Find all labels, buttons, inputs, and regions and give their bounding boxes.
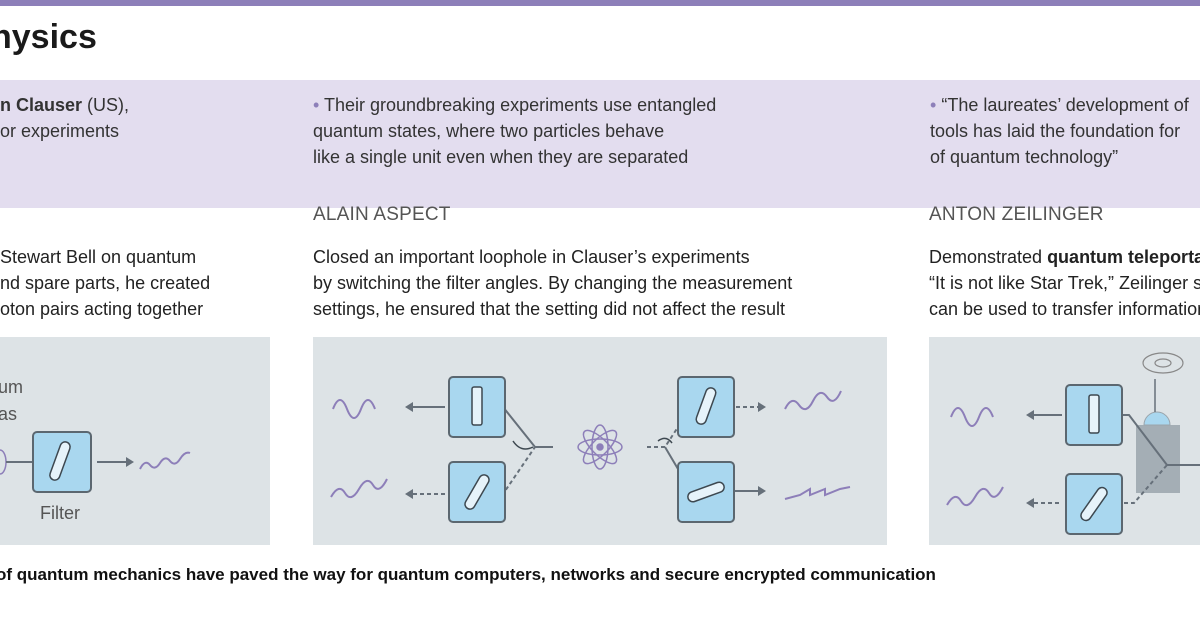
wave-icon [330,478,388,499]
filter-icon [677,461,735,523]
desc-bold: quantum teleportation [1047,247,1200,267]
filter-icon [1065,384,1123,446]
page-title: hysics [0,18,97,56]
desc-line: Demonstrated [929,247,1048,267]
desc-line: can be used to transfer information [929,299,1200,319]
summary-text: like a single unit even when they are se… [313,147,689,167]
summary-band [0,80,1200,208]
filter-icon [448,376,506,438]
diagram-zeilinger [929,337,1200,545]
summary-col-2: • Their groundbreaking experiments use e… [313,92,716,170]
diagram-label: um [0,377,23,397]
desc-line: settings, he ensured that the setting di… [313,299,785,319]
desc-line: Stewart Bell on quantum [0,247,197,267]
filter-label: Filter [40,503,80,523]
laureate-name-zeilinger: ANTON ZEILINGER [929,204,1104,225]
filter-icon [1065,473,1123,535]
teleport-device-icon [1136,352,1184,493]
laureate-desc-aspect: Closed an important loophole in Clauser’… [313,244,792,322]
clauser-diagram-svg: um as Filter [0,377,191,523]
summary-col-3: • “The laureates’ development of tools h… [930,92,1189,170]
summary-text: of quantum technology” [930,147,1119,167]
laureate-desc-clauser: Stewart Bell on quantum nd spare parts, … [0,244,210,322]
summary-text: or experiments [0,121,120,141]
footer-caption: of quantum mechanics have paved the way … [0,565,936,584]
atom-icon [577,424,623,470]
summary-text: tools has laid the foundation for [930,121,1181,141]
arrowhead-icon [405,402,766,499]
diagram-clauser: um as Filter [0,337,270,545]
atom-icon [0,449,7,475]
wave-icon [784,390,842,411]
summary-text: “The laureates’ development of [941,95,1189,115]
desc-line: oton pairs acting together [0,299,204,319]
wave-icon [139,451,191,470]
summary-text: quantum states, where two particles beha… [313,121,665,141]
wave-icon [946,486,1004,507]
desc-line: nd spare parts, he created [0,273,211,293]
summary-text: Their groundbreaking experiments use ent… [324,95,717,115]
summary-col-1: n Clauser (US), or experiments [0,92,129,144]
filter-icon [32,431,92,493]
desc-line: “It is not like Star Trek,” Zeilinger sa… [929,273,1200,293]
wave-icon [950,407,994,427]
angle-icon [512,437,673,450]
desc-line: by switching the filter angles. By chang… [313,273,793,293]
laureate-name-aspect: ALAIN ASPECT [313,204,451,225]
laureate-name-bold: n Clauser [0,95,83,115]
zeilinger-diagram-svg [946,352,1200,535]
diagram-label: as [0,404,17,424]
desc-line: Closed an important loophole in Clauser’… [313,247,750,267]
laureate-desc-zeilinger: Demonstrated quantum teleportation “It i… [929,244,1200,322]
wave-icon [332,399,376,419]
top-accent-bar [0,0,1200,6]
wave-icon [784,486,851,500]
arrowhead-icon [126,457,134,467]
diagram-aspect [313,337,887,545]
bullet-icon: • [313,95,320,115]
aspect-diagram-svg [330,376,851,523]
arrowhead-icon [1026,410,1034,508]
filter-icon [677,376,735,438]
bullet-icon: • [930,95,937,115]
summary-text: (US), [82,95,130,115]
filter-icon [448,461,506,523]
